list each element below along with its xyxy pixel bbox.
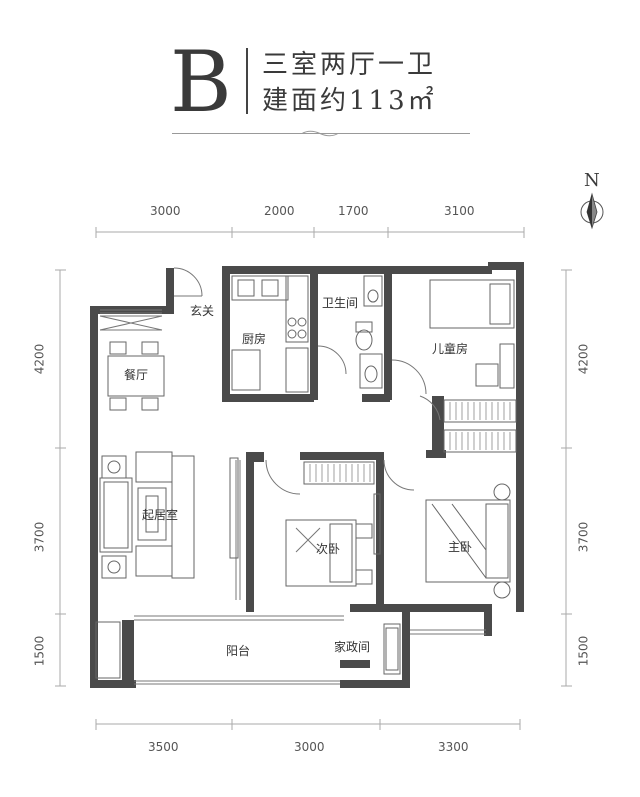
- room-master-bedroom: 主卧: [448, 540, 473, 554]
- dim-bottom-3: 3300: [438, 740, 469, 754]
- layout-title: 三室两厅一卫: [262, 50, 437, 80]
- type-letter: B: [170, 33, 232, 131]
- room-second-bedroom: 次卧: [316, 542, 341, 556]
- room-bathroom: 卫生间: [322, 296, 359, 310]
- room-entrance: 玄关: [190, 304, 215, 318]
- room-living: 起居室: [142, 508, 179, 522]
- dim-top-4: 3100: [444, 204, 475, 218]
- room-kids: 儿童房: [432, 342, 469, 356]
- room-dining: 餐厅: [124, 368, 149, 382]
- dim-right-3: 1500: [576, 635, 591, 667]
- dim-top-3: 1700: [338, 204, 369, 218]
- compass-label: N: [584, 170, 600, 191]
- title-divider: [246, 48, 248, 114]
- room-balcony: 阳台: [226, 644, 251, 658]
- room-kitchen: 厨房: [242, 332, 267, 346]
- dim-bottom-1: 3500: [148, 740, 179, 754]
- ornament-icon: [301, 130, 339, 137]
- dim-left-3: 1500: [32, 635, 47, 667]
- dim-top-1: 3000: [150, 204, 181, 218]
- dim-top-2: 2000: [264, 204, 295, 218]
- dim-left-1: 4200: [32, 343, 47, 375]
- compass-icon: [578, 192, 606, 232]
- header-underline-ornament: [300, 129, 340, 138]
- dim-right-1: 4200: [576, 343, 591, 375]
- dim-bottom-2: 3000: [294, 740, 325, 754]
- room-utility: 家政间: [334, 640, 371, 654]
- dim-right-2: 3700: [576, 521, 591, 553]
- dim-left-2: 3700: [32, 521, 47, 553]
- area-title: 建面约113㎡: [262, 86, 437, 116]
